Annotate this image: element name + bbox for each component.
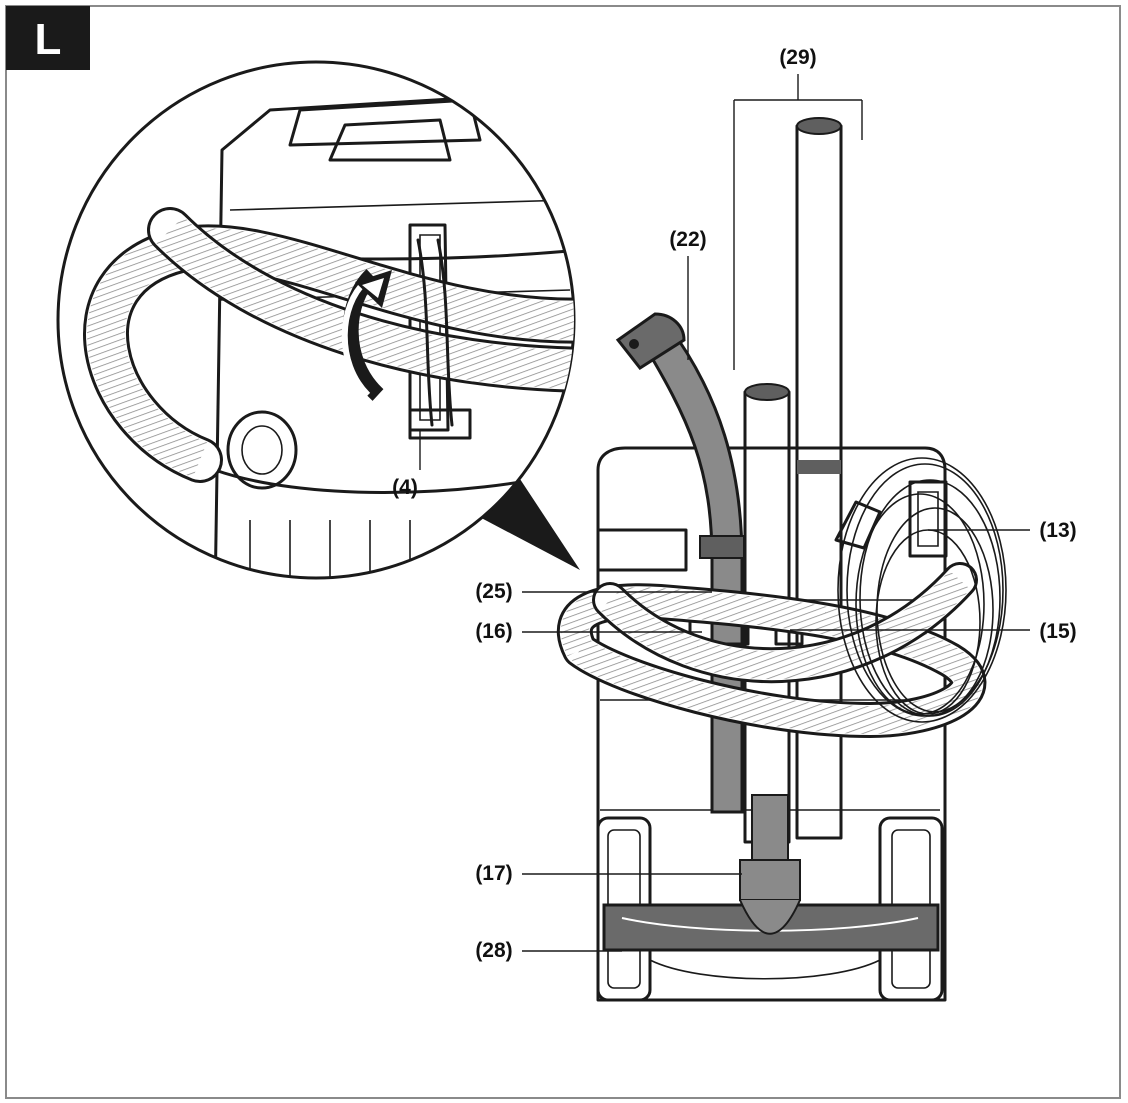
callout-17: (17) xyxy=(475,862,742,885)
svg-text:(15): (15) xyxy=(1039,620,1076,643)
figure-letter: L xyxy=(35,15,62,64)
figure-border xyxy=(5,5,1121,1099)
callout-29: (29) xyxy=(733,46,863,370)
callout-15: (15) xyxy=(790,620,1077,643)
curved-handle-tube xyxy=(615,312,745,814)
curved-arrow-icon xyxy=(341,269,392,401)
callout-4: (4) xyxy=(392,430,421,499)
callout-25: (25) xyxy=(475,580,712,603)
svg-text:(25): (25) xyxy=(475,580,512,603)
svg-text:(28): (28) xyxy=(475,939,512,962)
svg-text:(29): (29) xyxy=(779,46,816,69)
svg-text:(22): (22) xyxy=(669,228,706,251)
svg-text:(4): (4) xyxy=(392,476,418,499)
figure-letter-badge: L xyxy=(6,6,90,70)
hose-inlet-connector xyxy=(226,410,298,490)
callout-22: (22) xyxy=(669,228,707,360)
floor-nozzle xyxy=(602,794,940,952)
detail-magnified-view xyxy=(56,60,580,580)
callout-13: (13) xyxy=(928,519,1077,542)
machine-hose-coils xyxy=(556,562,987,739)
vacuum-machine xyxy=(556,117,1007,1002)
cable-plug xyxy=(834,500,882,550)
callout-28: (28) xyxy=(475,939,622,962)
extension-tube-right xyxy=(795,117,843,840)
callout-16: (16) xyxy=(475,620,702,643)
svg-text:(16): (16) xyxy=(475,620,512,643)
svg-text:(17): (17) xyxy=(475,862,512,885)
power-cable-coil xyxy=(834,457,1007,723)
housing-ribs xyxy=(249,520,411,578)
svg-text:(13): (13) xyxy=(1039,519,1076,542)
